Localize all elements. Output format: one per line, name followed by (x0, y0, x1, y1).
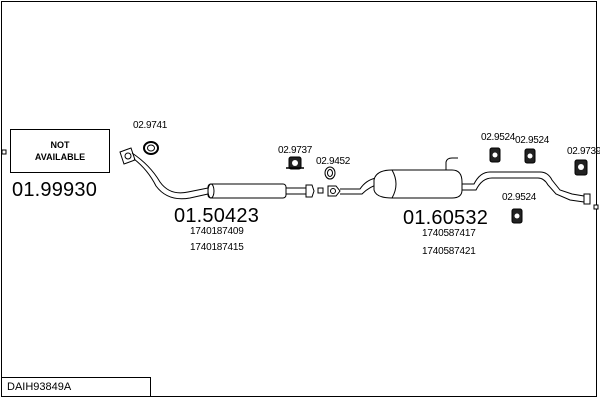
clamp-ring-9741 (143, 141, 159, 155)
assembly-code: 01.50423 (174, 205, 260, 227)
assembly-code: 01.99930 (12, 179, 98, 201)
rear-silencer (373, 169, 463, 199)
part-code: 02.9739 (567, 146, 600, 157)
oe-number: 1740587421 (422, 246, 476, 257)
part-code: 02.9524 (481, 132, 516, 143)
part-code: 02.9741 (133, 120, 168, 131)
middle-silencer (207, 183, 287, 199)
oe-number: 1740187415 (190, 242, 244, 253)
oe-number: 1740587417 (422, 228, 476, 239)
assembly-code: 01.60532 (403, 207, 489, 229)
not-available-line1: NOT (50, 140, 70, 150)
rear-pipe-assembly (327, 157, 591, 205)
ring-gasket-9452 (324, 166, 336, 180)
part-code: 02.9524 (502, 192, 537, 203)
rubber-mount-9524-a (489, 147, 501, 163)
reference-box: DAIH93849A (1, 377, 151, 397)
rubber-mount-9524-b (524, 148, 536, 164)
gasket-connector (317, 187, 324, 194)
front-pipe-assembly (119, 147, 315, 200)
oe-number: 1740187409 (190, 226, 244, 237)
rubber-mount-9739 (574, 159, 588, 176)
part-code: 02.9737 (278, 145, 313, 156)
part-code: 02.9524 (515, 135, 550, 146)
not-available-box: NOT AVAILABLE (10, 129, 110, 173)
rubber-mount-9737 (286, 156, 304, 170)
part-code: 02.9452 (316, 156, 351, 167)
frame-marker-right (593, 204, 599, 210)
not-available-line2: AVAILABLE (34, 152, 86, 162)
rubber-mount-9524-c (511, 208, 523, 224)
reference-code: DAIH93849A (7, 381, 72, 393)
frame-marker-left (1, 149, 7, 155)
